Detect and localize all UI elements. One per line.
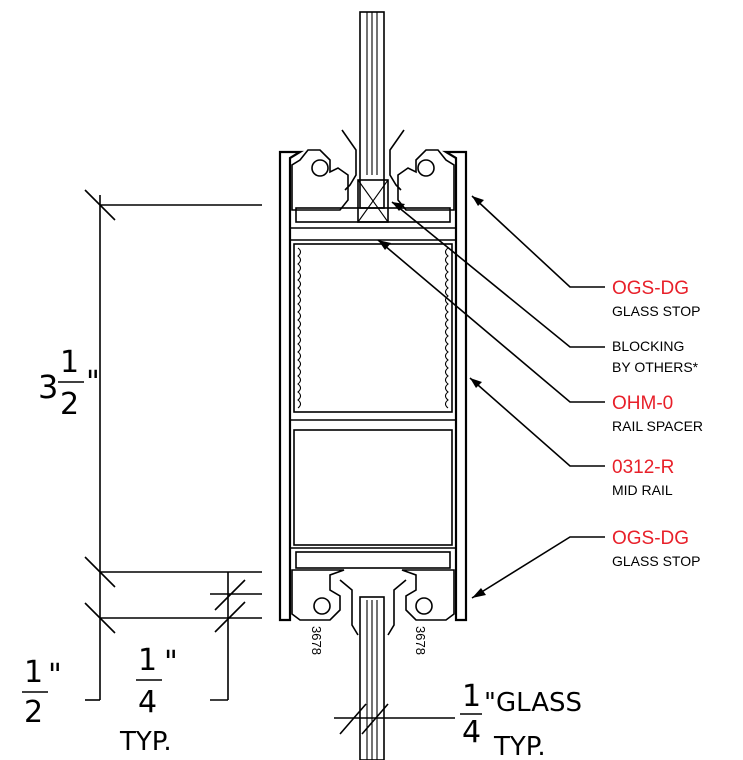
svg-text:": "	[86, 365, 100, 400]
dimension-quarter	[210, 572, 262, 701]
height-dimension-label: 3 1 2 "	[38, 345, 100, 422]
svg-text:BLOCKING: BLOCKING	[612, 338, 684, 354]
rail-spacer-serration-right	[444, 247, 449, 409]
svg-text:GLASS STOP: GLASS STOP	[612, 553, 700, 569]
svg-text:4: 4	[462, 715, 481, 750]
upper-glass	[359, 11, 385, 209]
bottom-glass-stop	[291, 551, 455, 636]
quarter-inch-label: 1 4 " TYP.	[119, 643, 178, 757]
svg-text:3: 3	[38, 368, 58, 406]
svg-text:1: 1	[462, 679, 481, 714]
svg-text:4: 4	[138, 685, 157, 720]
setting-block	[357, 179, 389, 223]
leader-lines	[377, 195, 605, 599]
glass-dimension: 1 4 "GLASS TYP.	[334, 679, 582, 760]
svg-text:OGS-DG: OGS-DG	[612, 278, 689, 299]
callout-ohm-0: OHM-0 RAIL SPACER	[612, 393, 703, 434]
svg-text:OHM-0: OHM-0	[612, 393, 673, 414]
callout-ogs-dg-top: OGS-DG GLASS STOP	[612, 278, 700, 319]
svg-text:0312-R: 0312-R	[612, 457, 674, 478]
callout-ogs-dg-bottom: OGS-DG GLASS STOP	[612, 528, 700, 569]
svg-text:TYP.: TYP.	[119, 727, 172, 757]
svg-text:": "	[48, 658, 62, 693]
svg-text:TYP.: TYP.	[493, 732, 546, 760]
svg-text:2: 2	[60, 387, 79, 422]
svg-text:GLASS STOP: GLASS STOP	[612, 303, 700, 319]
callout-blocking: BLOCKING BY OTHERS*	[612, 338, 699, 375]
svg-text:BY OTHERS*: BY OTHERS*	[612, 359, 699, 375]
svg-text:": "	[164, 645, 178, 680]
svg-text:1: 1	[138, 643, 157, 678]
part-number-right: 3678	[413, 626, 428, 655]
svg-text:1: 1	[24, 655, 43, 690]
svg-text:1: 1	[60, 345, 79, 380]
top-glass-stop	[291, 129, 455, 223]
rail-spacer-serration-left	[297, 247, 302, 409]
svg-text:MID RAIL: MID RAIL	[612, 482, 673, 498]
svg-text:2: 2	[24, 695, 43, 730]
half-inch-label: 1 2 "	[22, 655, 62, 730]
part-number-left: 3678	[309, 626, 324, 655]
dimension-height	[84, 189, 262, 701]
lower-glass	[359, 596, 385, 760]
svg-text:OGS-DG: OGS-DG	[612, 528, 689, 549]
svg-text:RAIL SPACER: RAIL SPACER	[612, 418, 703, 434]
callout-0312-r: 0312-R MID RAIL	[612, 457, 674, 498]
mid-rail-profile	[278, 150, 468, 622]
svg-text:"GLASS: "GLASS	[484, 688, 582, 718]
